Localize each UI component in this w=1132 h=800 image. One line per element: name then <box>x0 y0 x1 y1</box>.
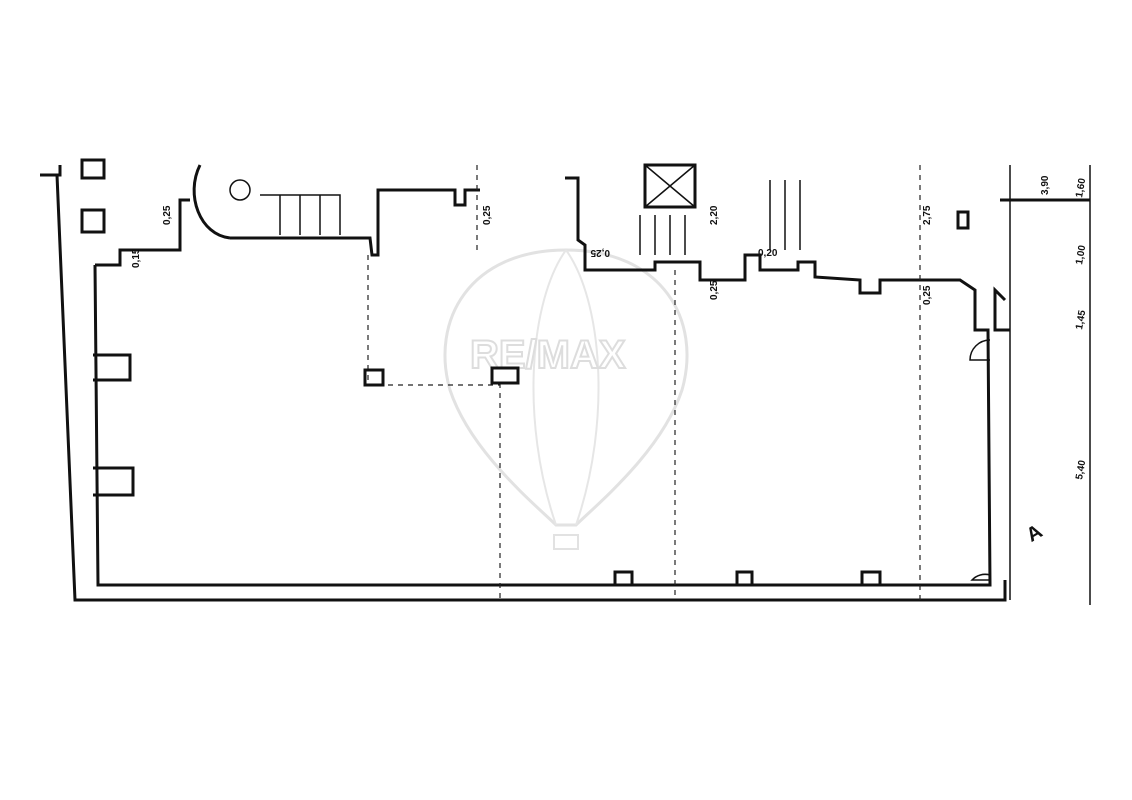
dim-label: 0,15 <box>131 248 142 268</box>
dim-label: 5,40 <box>1074 459 1088 481</box>
dim-label: 0,25 <box>590 247 610 258</box>
dim-label: 0,20 <box>758 248 778 259</box>
column <box>490 366 520 385</box>
dim-label: 0,25 <box>162 205 173 225</box>
dim-label: 0,25 <box>709 280 720 300</box>
watermark-text: RE/MAX <box>470 333 626 377</box>
dim-label: 3,90 <box>1040 175 1051 195</box>
dim-label: 1,45 <box>1074 309 1088 331</box>
dashed-lines <box>363 165 921 600</box>
column <box>363 368 385 387</box>
section-marker: A <box>1023 520 1047 546</box>
dim-label: 1,60 <box>1074 177 1088 199</box>
dim-label: 2,20 <box>709 205 720 225</box>
dim-label: 0,25 <box>922 285 933 305</box>
dim-label: 1,00 <box>1074 244 1088 266</box>
stair-core <box>80 158 991 581</box>
dim-label: 2,75 <box>922 205 933 225</box>
dim-label: 0,25 <box>482 205 493 225</box>
remax-watermark: RE/MAX <box>443 248 689 550</box>
outer-walls <box>40 165 1091 605</box>
